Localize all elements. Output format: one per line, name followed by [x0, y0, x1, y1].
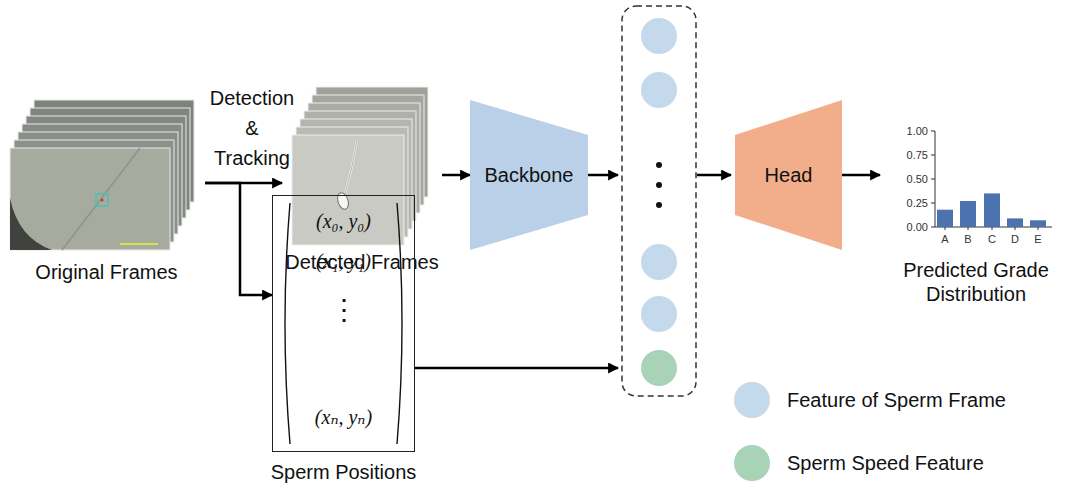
chart-node: Predicted Grade Distribution: [880, 118, 1072, 313]
scratch-line: [62, 148, 140, 250]
frame-feature-circle: [641, 244, 677, 280]
category-label: A: [937, 232, 953, 246]
legend-text: Feature of Sperm Frame: [787, 388, 1006, 412]
node-label: Sperm Positions: [257, 460, 430, 484]
bar: [984, 193, 1000, 227]
original-frame-stack: [10, 100, 194, 250]
x-ticks: [945, 227, 1038, 230]
scale-bar: [120, 243, 158, 245]
y-ticks: [931, 131, 935, 227]
node-label: Backbone: [470, 163, 588, 187]
axis-tick-label: 0.00: [892, 220, 928, 234]
axis-tick-label: 0.75: [892, 148, 928, 162]
bar: [937, 210, 953, 227]
dashed-group: [622, 6, 696, 396]
category-label: C: [984, 232, 1000, 246]
frame-feature-circle: [641, 18, 677, 54]
connector-arrow: [842, 174, 880, 177]
matrix-row: (xₙ, yₙ): [272, 405, 415, 429]
connector-arrow: [205, 183, 272, 295]
category-label: E: [1030, 232, 1046, 246]
feature-column: [622, 6, 696, 396]
bracket: [285, 203, 290, 444]
axis-tick-label: 0.25: [892, 196, 928, 210]
vignette: [10, 198, 52, 250]
bar: [1030, 220, 1046, 227]
arrow: [415, 367, 618, 370]
detection-box: [96, 194, 108, 206]
legend-swatch: [734, 445, 770, 481]
matrix-row: (x₀, y₀): [272, 209, 415, 233]
node-label: Head: [735, 163, 842, 187]
frame: [10, 148, 170, 250]
image-stack-node: Original Frames: [8, 85, 205, 290]
ellipsis-dot: [656, 182, 662, 188]
axes: [935, 131, 1052, 227]
edge-label: Detection & Tracking: [206, 83, 298, 173]
ellipsis-dot: [656, 162, 662, 168]
legend-text: Sperm Speed Feature: [787, 451, 984, 475]
node-label: Predicted Grade Distribution: [880, 258, 1072, 306]
arrow: [697, 174, 731, 177]
legend-swatch: [734, 382, 770, 418]
trapezoid: [470, 100, 588, 250]
matrix-box: (x₀, y₀)(x₁, y₁)⋮(xₙ, yₙ)Sperm Positions: [272, 195, 415, 487]
axis-tick-label: 0.50: [892, 172, 928, 186]
bar-chart: [931, 131, 1052, 230]
category-label: D: [1007, 232, 1023, 246]
connector-arrow: [442, 174, 470, 177]
category-label: B: [960, 232, 976, 246]
sperm-dot: [101, 199, 104, 202]
bracket: [397, 203, 402, 444]
speed-feature-circle: [641, 350, 677, 386]
frame-feature-circle: [641, 296, 677, 332]
arrow: [588, 174, 618, 177]
bar: [960, 201, 976, 227]
bar: [1007, 218, 1023, 227]
matrix-row: (x₁, y₁): [272, 249, 415, 273]
axis-tick-label: 1.00: [892, 124, 928, 138]
sperm-tail-edge: [345, 140, 357, 193]
frame-feature-circle: [641, 72, 677, 108]
sperm-tail: [345, 140, 357, 193]
trapezoid: [735, 100, 842, 250]
node-label: Original Frames: [8, 260, 205, 284]
ellipsis-dot: [656, 202, 662, 208]
head-trapezoid: Head: [735, 100, 842, 250]
matrix-ellipsis: ⋮: [272, 293, 415, 327]
backbone-trapezoid: Backbone: [470, 100, 588, 250]
